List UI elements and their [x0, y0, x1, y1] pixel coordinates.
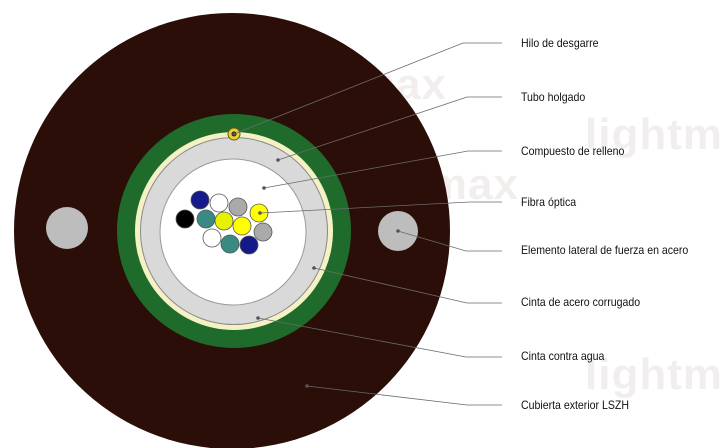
optical-fiber	[209, 193, 229, 213]
optical-fiber	[220, 234, 240, 254]
optical-fiber	[239, 235, 259, 255]
leader-line	[259, 201, 502, 214]
optical-fiber	[196, 209, 216, 229]
label-filling-compound: Compuesto de relleno	[521, 144, 625, 158]
filling-compound	[159, 158, 307, 306]
optical-fiber	[175, 209, 195, 229]
leader-anchor-dot	[396, 229, 400, 233]
label-ripcord: Hilo de desgarre	[521, 36, 599, 50]
label-steel-strength-member: Elemento lateral de fuerza en acero	[521, 243, 689, 257]
leader-anchor-dot	[258, 211, 262, 215]
leader-anchor-dot	[312, 266, 316, 270]
leader-anchor-dot	[276, 158, 280, 162]
label-corrugated-steel-tape: Cinta de acero corrugado	[521, 295, 641, 309]
label-optical-fiber: Fibra óptica	[521, 195, 577, 209]
leader-anchor-dot	[305, 384, 309, 388]
optical-fiber	[228, 197, 248, 217]
watermark: lightmax	[585, 350, 720, 399]
leader-line	[257, 317, 502, 358]
optical-fiber	[253, 222, 273, 242]
label-water-blocking-tape: Cinta contra agua	[521, 349, 605, 363]
leader-anchor-dot	[232, 132, 236, 136]
label-lszh-jacket: Cubierta exterior LSZH	[521, 398, 629, 412]
optical-fiber	[232, 216, 252, 236]
leader-line	[277, 96, 502, 161]
leader-line	[263, 150, 502, 189]
strength-member-left	[46, 207, 88, 249]
watermark: lightmax	[585, 110, 720, 159]
leader-anchor-dot	[256, 316, 260, 320]
leader-anchor-dot	[262, 186, 266, 190]
leader-line	[233, 42, 502, 135]
fiber-bundle	[175, 190, 273, 255]
leader-line	[397, 230, 502, 252]
leader-line	[313, 267, 502, 304]
optical-fiber	[214, 211, 234, 231]
leader-lines	[232, 42, 502, 406]
label-loose-tube: Tubo holgado	[521, 90, 586, 104]
optical-fiber	[190, 190, 210, 210]
leader-line	[306, 385, 502, 406]
optical-fiber	[202, 228, 222, 248]
